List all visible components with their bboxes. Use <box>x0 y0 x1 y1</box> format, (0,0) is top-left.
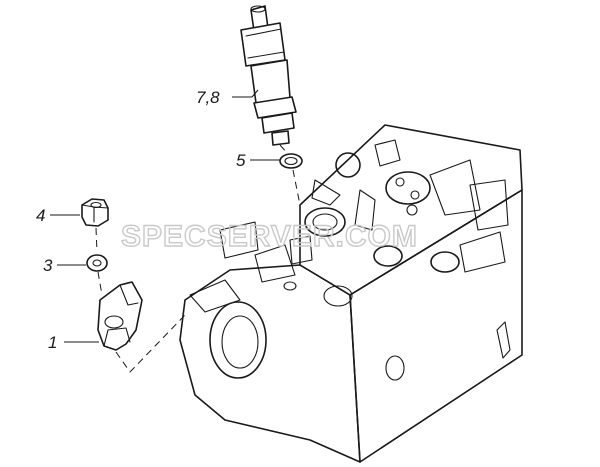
seal-ring <box>279 153 303 169</box>
leader-lines <box>50 89 280 343</box>
watermark: SPECSERVER.COM <box>121 220 418 253</box>
callout-clamp: 1 <box>48 333 57 352</box>
nut <box>81 198 109 227</box>
callout-nut: 4 <box>36 206 45 225</box>
assembly-axes <box>95 144 301 373</box>
clamp <box>97 281 143 351</box>
cylinder-head <box>179 124 523 463</box>
callout-injector: 7,8 <box>196 88 220 107</box>
washer <box>86 254 108 272</box>
injector <box>240 5 297 146</box>
callout-washer: 3 <box>43 256 53 275</box>
callout-seal-ring: 5 <box>236 151 246 170</box>
